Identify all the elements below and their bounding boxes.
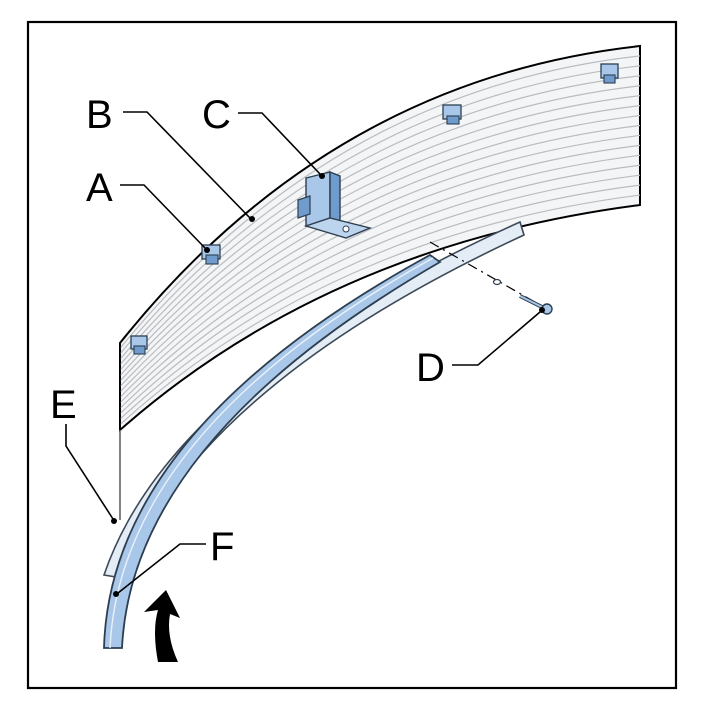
panel-rib bbox=[119, 194, 641, 426]
mounting-clip-icon bbox=[130, 335, 148, 355]
callout-a: A bbox=[86, 166, 113, 210]
leader-d bbox=[452, 311, 541, 366]
dot-e bbox=[111, 518, 117, 524]
leader-a bbox=[120, 184, 206, 249]
dot-f bbox=[113, 591, 119, 597]
dot-a bbox=[204, 247, 210, 253]
leader-e bbox=[65, 424, 114, 520]
panel-rib bbox=[119, 164, 641, 409]
panel-rib bbox=[119, 75, 641, 360]
rail-f bbox=[103, 253, 442, 649]
leader-b bbox=[123, 111, 251, 219]
rail-f-highlight bbox=[109, 257, 434, 649]
panel-rib bbox=[119, 105, 641, 377]
leader-c bbox=[238, 112, 321, 175]
panel-rib bbox=[119, 134, 641, 393]
callout-b: B bbox=[86, 93, 113, 137]
callout-d: D bbox=[416, 346, 445, 390]
panel-rib bbox=[119, 174, 641, 415]
angle-bracket-icon bbox=[297, 170, 373, 239]
mounting-clip-icon bbox=[442, 104, 462, 125]
panel-rib bbox=[119, 154, 641, 404]
callout-f: F bbox=[210, 525, 234, 569]
panel-rib bbox=[119, 55, 641, 349]
mounting-clip-icon bbox=[600, 63, 619, 84]
callout-c: C bbox=[202, 93, 231, 137]
dot-b bbox=[249, 216, 255, 222]
curved-up-arrow-icon bbox=[144, 590, 180, 662]
panel-rib bbox=[119, 114, 641, 382]
curved-panel bbox=[119, 44, 641, 520]
panel-body bbox=[119, 44, 641, 433]
leader-f bbox=[117, 543, 206, 594]
dot-d bbox=[539, 307, 545, 313]
panel-rib bbox=[119, 65, 641, 355]
panel-rib bbox=[119, 124, 641, 387]
panel-rib bbox=[119, 184, 641, 420]
diagram-frame bbox=[26, 20, 678, 690]
panel-rib bbox=[119, 85, 641, 366]
panel-rib bbox=[119, 95, 641, 371]
dot-c bbox=[319, 173, 325, 179]
callout-e: E bbox=[50, 383, 77, 427]
